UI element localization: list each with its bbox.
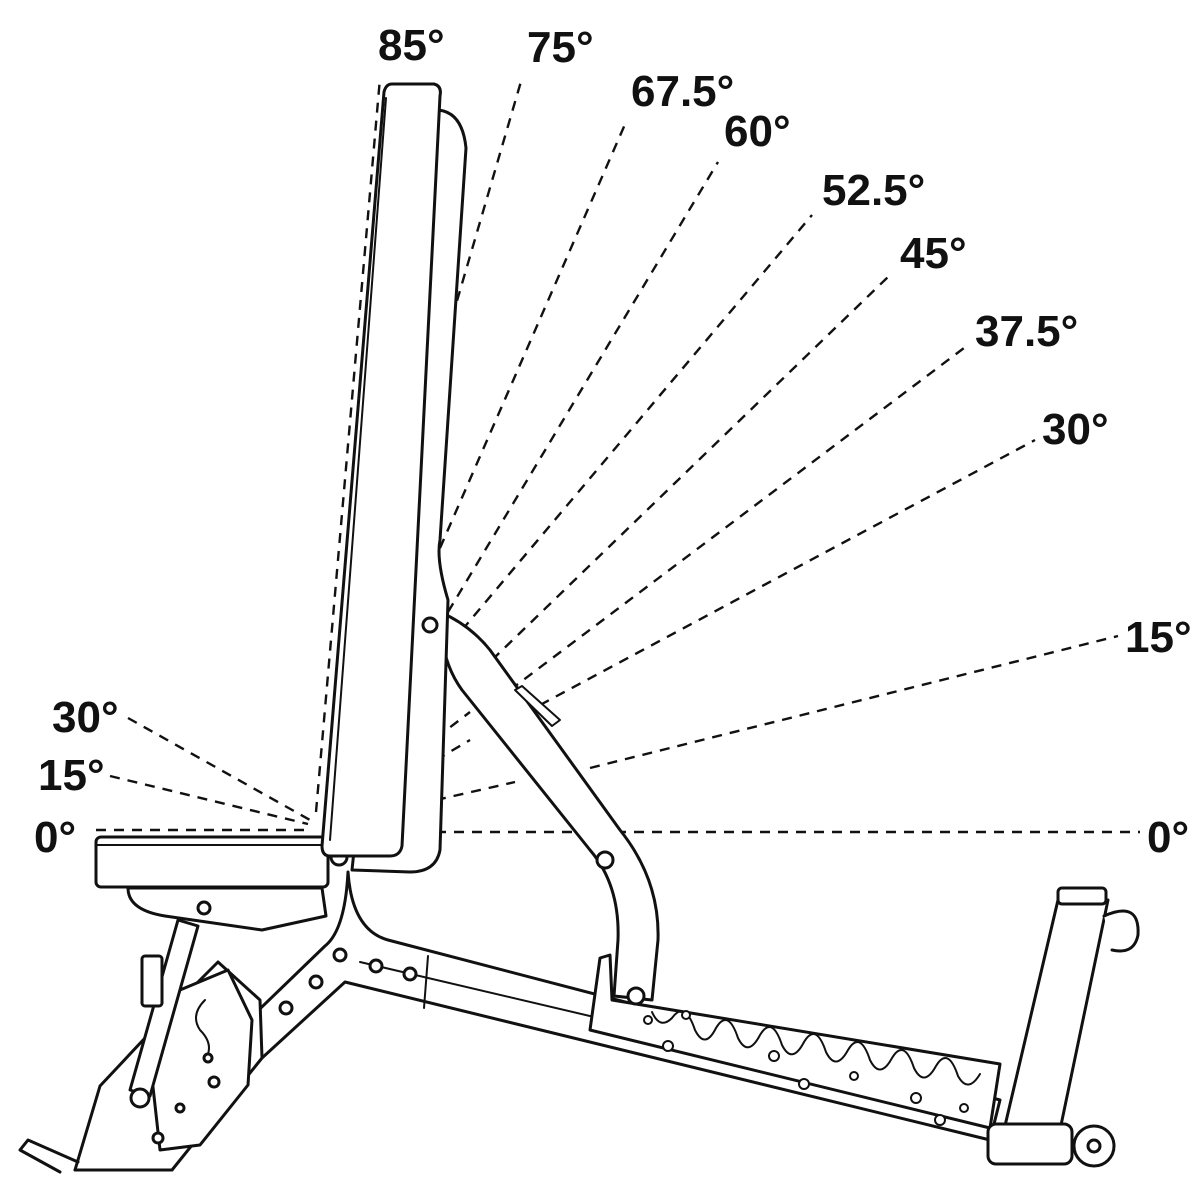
arm-foot-pivot — [626, 986, 646, 1006]
ladder-hole — [934, 1114, 946, 1126]
seat-guide-15 — [109, 774, 309, 826]
frame-hole — [308, 974, 324, 990]
frame-hole — [278, 1000, 294, 1016]
ladder-notches — [651, 1010, 981, 1086]
label-back-15: 15° — [1125, 613, 1192, 662]
label-back-60: 60° — [724, 107, 791, 156]
arm-mid-pivot — [595, 850, 615, 870]
back-pad — [320, 82, 442, 858]
back-guide-85 — [314, 77, 382, 813]
label-seat-30: 30° — [52, 693, 119, 742]
back-pad-pivot — [421, 616, 439, 634]
angle-labels: 85° 75° 67.5° 60° 52.5° 45° 37.5° 30° 15… — [34, 21, 1192, 862]
frame-hole — [174, 1102, 186, 1114]
seat-bracket-pivot — [196, 900, 212, 916]
label-back-37.5: 37.5° — [975, 307, 1078, 356]
frame-hole — [202, 1052, 214, 1064]
label-back-45: 45° — [900, 229, 967, 278]
label-seat-0: 0° — [34, 813, 76, 862]
back-guide-15-low — [435, 780, 516, 802]
ladder-hole — [849, 1071, 859, 1081]
frame-hole — [207, 1075, 221, 1089]
ladder-hole — [768, 1050, 780, 1062]
frame-hole — [368, 958, 384, 974]
ladder-holes — [662, 1010, 969, 1126]
frame-hole — [402, 966, 418, 982]
ladder-hole — [910, 1092, 922, 1104]
rear-wheel-hub — [1086, 1138, 1102, 1154]
ladder-hole — [681, 1010, 691, 1020]
back-guide-15 — [589, 634, 1119, 770]
frame-hole — [151, 1131, 165, 1145]
label-back-85: 85° — [378, 21, 445, 70]
arm-foot-pin — [643, 1015, 653, 1025]
strut-bottom-pivot — [129, 1087, 151, 1109]
frame-holes — [151, 947, 418, 1145]
seat-bracket — [126, 886, 328, 932]
back-support-arm — [438, 610, 660, 1002]
back-pad-seam — [329, 97, 387, 841]
angle-guides — [96, 77, 1140, 834]
strut-pin-tab — [140, 954, 164, 1008]
back-guide-67.5 — [438, 121, 628, 549]
seat-guide-30 — [127, 716, 311, 822]
rear-foot-tube — [986, 1122, 1074, 1166]
label-back-67.5: 67.5° — [631, 67, 734, 116]
front-bracket-notch — [195, 999, 210, 1061]
back-guide-60 — [446, 161, 720, 613]
ladder-hole — [959, 1103, 969, 1113]
back-guide-52.5 — [461, 214, 813, 631]
bench-illustration — [18, 82, 1140, 1174]
label-seat-15: 15° — [38, 751, 105, 800]
back-guide-30 — [539, 438, 1036, 707]
rear-upright — [1002, 898, 1110, 1132]
label-back-30: 30° — [1042, 405, 1109, 454]
front-handle — [18, 1138, 80, 1174]
label-back-75: 75° — [527, 23, 594, 72]
frame-hole — [332, 947, 348, 963]
ladder-hole — [798, 1078, 810, 1090]
seat-pad — [94, 835, 330, 889]
rear-handle — [1102, 909, 1140, 953]
back-guide-45 — [491, 274, 891, 661]
back-guide-75 — [450, 77, 524, 319]
ladder-hole — [662, 1040, 674, 1052]
ladder-plate — [588, 953, 1002, 1130]
label-back-0: 0° — [1147, 813, 1189, 862]
back-guide-37.5 — [509, 344, 969, 691]
rear-cap — [1056, 886, 1108, 906]
rail-joint — [423, 955, 429, 1009]
arm-slide-plate — [514, 685, 561, 727]
label-back-52.5: 52.5° — [822, 166, 925, 215]
